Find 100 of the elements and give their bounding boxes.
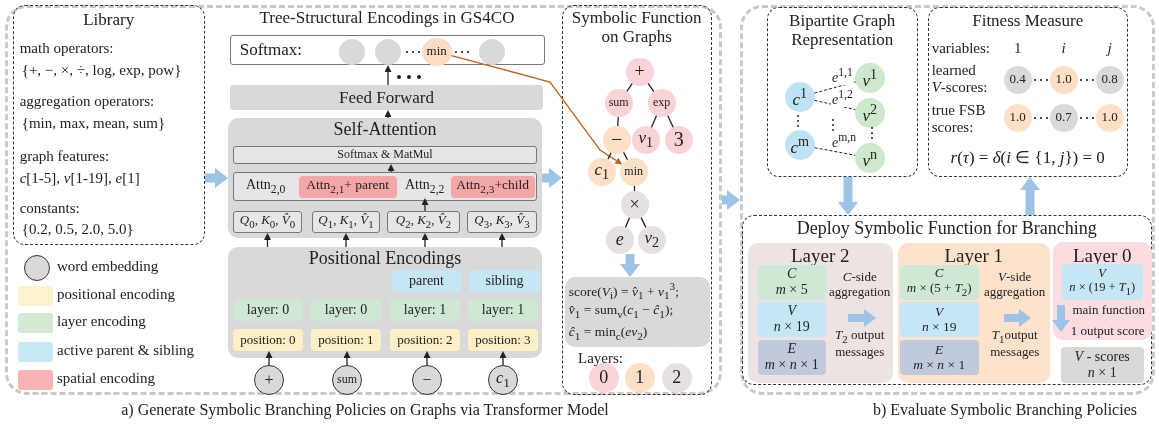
panel-title: Bipartite Graph Representation: [788, 10, 897, 50]
arrow: [387, 165, 395, 173]
node-text: n × 19: [773, 319, 810, 336]
position-tag: position: 2: [390, 329, 460, 351]
position-tag: position: 3: [468, 329, 538, 351]
input-token-circle: −: [412, 365, 442, 395]
node-text: T$_{2}$ output messages: [834, 327, 886, 360]
tree-branch-line: [607, 152, 612, 160]
position-tag: position: 0: [233, 329, 303, 351]
library-panel: [13, 5, 205, 245]
softmax-bar: [230, 35, 545, 65]
tree-node-circle: e: [605, 225, 634, 254]
layer-circle: 1: [624, 362, 655, 393]
tree-node-circle: v$_{1}$: [631, 125, 660, 154]
panel-title: Softmax:: [239, 39, 304, 60]
layer-panel: [897, 242, 1050, 383]
input-token-circle: +: [254, 365, 284, 395]
arrow: [265, 352, 273, 366]
node-text: V: [1098, 265, 1106, 281]
flow-arrow: [622, 254, 638, 277]
query-key-value-box: Q$_{1}$, K$_{1}$, V̂$_{1}$: [312, 211, 380, 233]
constraint-node: c$^{1}$: [784, 81, 815, 112]
layer-panel: [1052, 241, 1152, 340]
edge-label: e$^{1,2}$: [831, 89, 854, 108]
node-text: math operators:: [19, 39, 115, 57]
arrow: [421, 234, 429, 248]
node-text: r(τ) = δ(i ∈ {1, j}) = 0: [949, 147, 1106, 168]
node-text: j: [1105, 39, 1113, 57]
tree-node-circle: sum: [604, 88, 633, 117]
node-text: V-side aggregation: [983, 269, 1047, 300]
node-text: C: [934, 266, 944, 282]
panel-title: Fitness Measure: [971, 10, 1085, 31]
legend-label: active parent & sibling: [57, 342, 195, 360]
legend-label: layer encoding: [57, 313, 146, 331]
feature-box: [757, 264, 826, 300]
panel-title: Self-Attention: [332, 119, 438, 140]
arrow: [423, 352, 431, 366]
feature-box: [757, 339, 826, 375]
node-text: V: [787, 303, 796, 320]
node-text: E: [935, 341, 944, 358]
dashed-link-line: [814, 99, 856, 111]
tree-branch-line: [640, 216, 647, 229]
score-circle: 0.7: [1049, 103, 1078, 132]
query-key-value-box: Q$_{3}$, K$_{3}$, V̂$_{3}$: [467, 211, 537, 233]
attention-label: Attn$_{2,0}$: [235, 175, 296, 198]
tree-branch-line: [624, 217, 631, 228]
node-text: graph features:: [19, 147, 111, 165]
input-token-circle: c$_{1}$: [488, 365, 518, 395]
encoding-panel: [228, 247, 542, 358]
layer-tag: layer: 1: [390, 299, 460, 321]
tree-node-circle: v$_{2}$: [637, 225, 666, 254]
tree-node-circle: +: [625, 57, 654, 86]
panel-frame: [740, 5, 1155, 395]
panel-frame: [5, 5, 722, 395]
encoding-tag: parent: [392, 270, 461, 292]
flow-arrow: [1022, 177, 1038, 215]
tree-branch-line: [647, 82, 655, 93]
attention-row: [233, 172, 537, 201]
token-circle: [338, 38, 365, 65]
tree-branch-line: [626, 82, 633, 93]
feature-box: [1061, 263, 1143, 300]
score-box: [1060, 346, 1144, 383]
feature-box: [899, 339, 979, 375]
score-circle: 0.8: [1095, 65, 1124, 94]
encoding-tag: sibling: [469, 270, 540, 292]
function-panel: [562, 5, 712, 395]
node-text: learned V-scores:: [931, 61, 989, 97]
dashed-link-line: [814, 147, 856, 156]
tree-branch-line: [617, 116, 619, 127]
softmax-matmul-bar: Softmax & MatMul: [233, 146, 537, 164]
feed-forward-bar: Feed Forward: [230, 85, 543, 110]
panel-title: Layer 2: [789, 244, 851, 267]
node-text: V - scores: [1074, 348, 1130, 365]
arrow: [343, 352, 351, 366]
tree-node-circle: exp: [647, 88, 676, 117]
panel-title: Positional Encodings: [307, 248, 463, 269]
flow-arrow: [722, 192, 740, 208]
score-circle: 1.0: [1049, 65, 1078, 94]
node-text: v̂$_{1}$ = sum$_{v}$(c$_{1}$ − ĉ$_{1}$);: [568, 301, 675, 321]
variable-node: v$^{2}$: [854, 97, 885, 128]
flow-arrow: [542, 170, 562, 186]
node-text: 1: [1012, 39, 1023, 57]
panel-title: score(V$_{i}$) = v̂$_{1}$ + v$_{1}$$^{3}$;: [568, 279, 680, 302]
legend-label: word embedding: [57, 258, 159, 276]
arrow: [342, 234, 350, 248]
tree-node-circle: ×: [620, 190, 649, 219]
score-circle: 1.0: [1003, 103, 1032, 132]
flow-arrow: [840, 177, 856, 215]
tree-node-circle: c$_{1}$: [587, 157, 616, 186]
panel-title: Library: [82, 9, 136, 30]
score-circle: 0.4: [1003, 65, 1032, 94]
panel-title: Layer 1: [943, 244, 1004, 267]
arrow: [498, 234, 506, 248]
node-text: m × n × 1: [913, 357, 966, 373]
flow-arrow: [205, 170, 228, 186]
attention-panel: [228, 118, 542, 238]
layer-tag: layer: 0: [311, 299, 381, 321]
node-text: V: [935, 303, 944, 320]
node-text: C: [787, 266, 797, 283]
arrow: [384, 111, 392, 119]
